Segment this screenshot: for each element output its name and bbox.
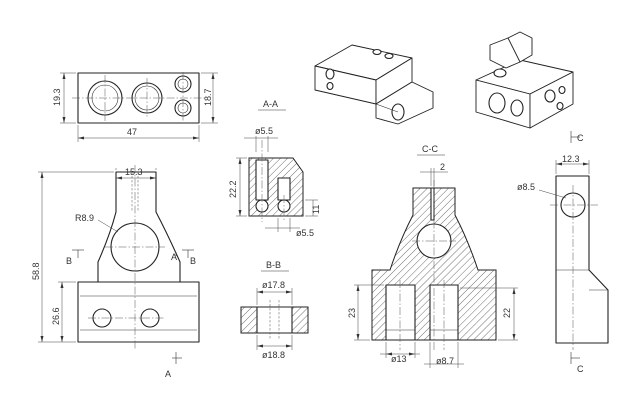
dim-bb-bottom-dia: ø18.8 [262, 350, 285, 360]
dim-aa-right: 11 [311, 205, 321, 214]
dim-cc-right: 22 [502, 308, 512, 318]
section-mark-b-left: B [66, 256, 72, 266]
section-mark-c-bottom: C [577, 364, 584, 374]
dim-bb-top-dia: ø17.8 [262, 280, 285, 290]
dim-top-left-height: 19.3 [52, 88, 62, 106]
section-b-b: B-B ø17.8 ø18.8 [240, 260, 309, 360]
section-cc-title: C-C [422, 144, 438, 154]
dim-aa-height: 22.2 [228, 180, 238, 198]
dim-front-radius: R8.9 [75, 213, 94, 223]
section-mark-a-bottom: A [165, 369, 171, 379]
side-view: C 12.3 ø8.5 C [517, 131, 609, 374]
dim-aa-top-dia: ø5.5 [255, 126, 273, 136]
dim-cc-top: 2 [440, 162, 445, 172]
dim-aa-bottom-dia: ø5.5 [296, 228, 314, 238]
dim-front-total-height: 58.8 [31, 262, 41, 280]
isometric-view-left [314, 44, 434, 125]
section-mark-a-mid: A [171, 252, 177, 262]
dim-cc-dia-left: ø13 [391, 354, 407, 364]
dim-top-width: 47 [127, 127, 137, 137]
dim-front-base-height: 26.6 [51, 307, 61, 325]
section-mark-c-top: C [577, 133, 584, 143]
dim-top-right-height: 18.7 [203, 88, 213, 106]
section-c-c: C-C 2 23 22 ø1 [347, 144, 518, 368]
dim-cc-dia-right: ø8.7 [436, 356, 454, 366]
top-view: 47 19.3 18.7 [52, 72, 218, 142]
dim-side-top-width: 12.3 [562, 154, 580, 164]
front-view: 15.3 R8.9 58.8 26.6 B B A A [31, 165, 200, 379]
dim-front-top-width: 15.3 [125, 167, 143, 177]
dim-side-dia: ø8.5 [517, 182, 535, 192]
section-a-a: A-A ø5.5 22.2 11 ø5.5 [228, 99, 321, 238]
dim-cc-left: 23 [347, 308, 357, 318]
section-aa-title: A-A [263, 99, 278, 109]
section-mark-b-right: B [190, 256, 196, 266]
section-bb-title: B-B [266, 260, 281, 270]
isometric-view-right [475, 31, 574, 129]
